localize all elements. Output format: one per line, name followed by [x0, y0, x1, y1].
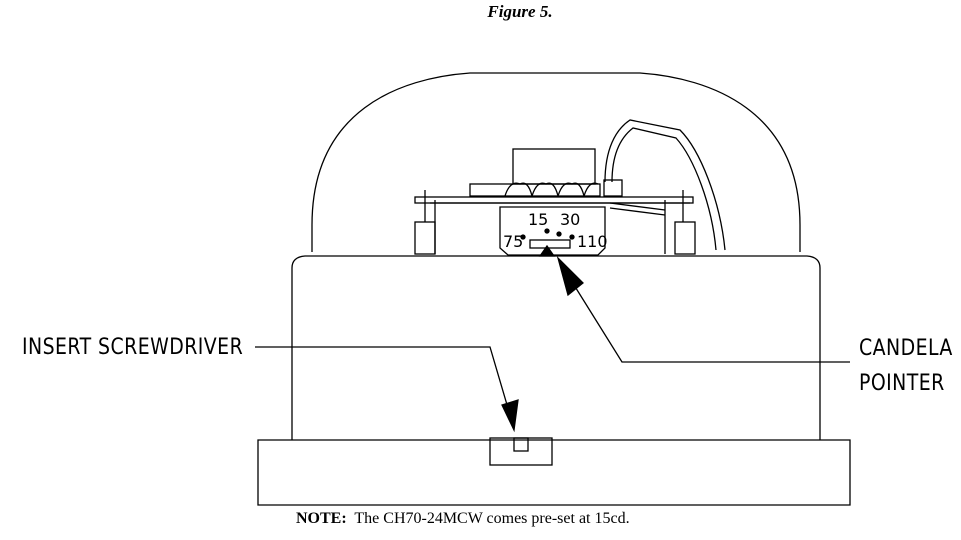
dial-plate [499, 206, 606, 256]
coil-windings [504, 182, 599, 197]
base-outline [257, 439, 851, 506]
coil-body [469, 183, 601, 197]
dial-slot [529, 239, 571, 249]
candela-pointer-knob [538, 244, 556, 257]
wire-loop [604, 119, 726, 251]
dial-value-75: 75 [503, 232, 523, 251]
insert-screwdriver-label: INSERT SCREWDRIVER [22, 335, 244, 360]
slot-notch [513, 437, 529, 452]
dial-value-30: 30 [560, 210, 580, 229]
left-bracket [414, 221, 436, 255]
screwdriver-arrowhead [501, 399, 519, 433]
note-text: NOTE: The CH70-24MCW comes pre-set at 15… [296, 510, 630, 528]
top-block [512, 148, 596, 185]
mounting-bar [414, 196, 694, 204]
housing-outline [291, 255, 821, 440]
candela-label: CANDELA [859, 336, 953, 361]
right-bracket [674, 221, 696, 255]
note-body: The CH70-24MCW comes pre-set at 15cd. [354, 510, 630, 527]
candela-arrowhead [556, 255, 584, 297]
note-prefix: NOTE: [296, 510, 347, 527]
dome-outline [311, 72, 801, 252]
screwdriver-leader [255, 346, 511, 416]
candela-leader [573, 284, 850, 363]
pointer-label: POINTER [859, 371, 945, 396]
dial-value-110: 110 [577, 232, 608, 251]
right-post [603, 179, 623, 197]
figure-title: Figure 5. [487, 2, 553, 21]
dial-value-15: 15 [528, 210, 548, 229]
